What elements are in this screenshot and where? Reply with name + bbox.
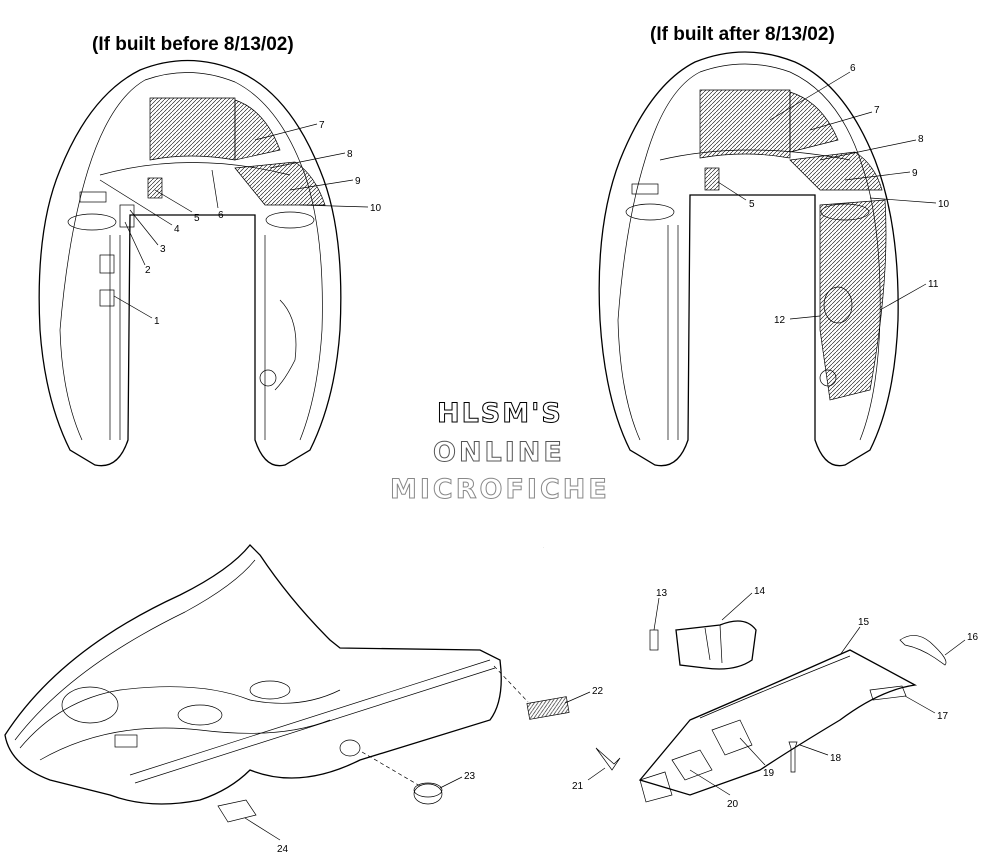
hull-after-drawing	[598, 51, 899, 467]
callout-before-1: 1	[154, 316, 160, 327]
callout-after-7: 7	[874, 105, 880, 116]
callout-before-6: 6	[218, 210, 224, 221]
callout-before-10: 10	[370, 203, 382, 214]
callout-after-12: 12	[774, 315, 786, 326]
callout-after-10: 10	[938, 199, 950, 210]
callout-after-9: 9	[912, 168, 918, 179]
bottom-right-parts: 13 14 15 16 17 18 19 20 21	[572, 586, 979, 810]
heading-after: (If built after 8/13/02)	[650, 24, 835, 45]
watermark-line-3: MICROFICHE	[390, 474, 610, 505]
callouts-before: 1 2 3 4 5 6 7 8 9 10	[99, 120, 382, 327]
callout-after-11: 11	[928, 279, 939, 290]
hull-side-view-drawing	[4, 544, 502, 805]
callout-13: 13	[656, 588, 668, 599]
callout-14: 14	[754, 586, 766, 597]
callout-after-6: 6	[850, 63, 856, 74]
callout-21: 21	[572, 781, 584, 792]
callout-16: 16	[967, 632, 979, 643]
callout-20: 20	[727, 799, 739, 810]
callout-before-9: 9	[355, 176, 361, 187]
callout-15: 15	[858, 617, 870, 628]
callout-after-5: 5	[749, 199, 755, 210]
bottom-left-parts: 22 23 24	[217, 665, 604, 855]
callout-before-5: 5	[194, 213, 200, 224]
svg-text:·: ·	[543, 545, 544, 550]
callout-19: 19	[763, 768, 775, 779]
watermark-line-2: ONLINE	[433, 437, 565, 468]
watermark: HLSM'S ONLINE MICROFICHE	[390, 398, 610, 506]
callout-before-2: 2	[145, 265, 151, 276]
callout-before-8: 8	[347, 149, 353, 160]
callout-after-8: 8	[918, 134, 924, 145]
hull-before-drawing	[38, 59, 342, 467]
heading-before: (If built before 8/13/02)	[92, 34, 294, 55]
callout-18: 18	[830, 753, 842, 764]
watermark-line-1: HLSM'S	[437, 398, 563, 429]
callout-24: 24	[277, 844, 289, 855]
callout-23: 23	[464, 771, 476, 782]
callout-before-3: 3	[160, 244, 166, 255]
callout-22: 22	[592, 686, 604, 697]
callout-17: 17	[937, 711, 949, 722]
callout-before-4: 4	[174, 224, 180, 235]
callout-before-7: 7	[319, 120, 325, 131]
callouts-after: 5 6 7 8 9 10 11 12	[717, 63, 950, 326]
